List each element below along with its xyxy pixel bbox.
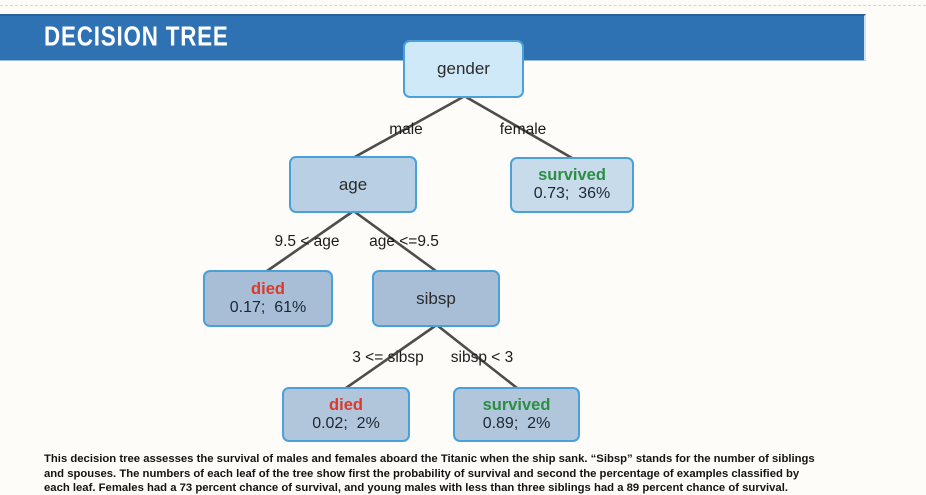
node-sibsp-label: sibsp: [416, 288, 456, 308]
node-gender: gender: [403, 40, 524, 98]
edge-label-age-greater: 9.5 < age: [274, 233, 340, 250]
leaf-outcome-value: 0.73; 36%: [533, 185, 611, 203]
edge-label-age-lessequal: age <=9.5: [369, 233, 439, 250]
page-title: DECISION TREE: [44, 20, 229, 52]
edge-label-sibsp-greaterequal: 3 <= sibsp: [352, 349, 424, 366]
node-survived-female: survived 0.73; 36%: [510, 157, 634, 213]
leaf-outcome-value: 0.89; 2%: [482, 414, 551, 432]
node-died-older: died 0.17; 61%: [203, 270, 333, 327]
edge-label-sibsp-less: sibsp < 3: [450, 349, 514, 366]
node-sibsp: sibsp: [372, 270, 500, 327]
node-age: age: [289, 156, 417, 213]
leaf-outcome-label: died: [251, 279, 285, 298]
leaf-outcome-label: survived: [538, 166, 606, 185]
caption-line-1: This decision tree assesses the survival…: [44, 453, 815, 465]
leaf-outcome-value: 0.02; 2%: [312, 414, 380, 432]
caption: This decision tree assesses the survival…: [44, 452, 884, 495]
leaf-outcome-value: 0.17; 61%: [229, 298, 307, 316]
leaf-outcome-label: died: [329, 395, 363, 414]
node-age-label: age: [338, 174, 368, 194]
caption-line-3: each leaf. Females had a 73 percent chan…: [44, 482, 788, 494]
leaf-outcome-label: survived: [482, 395, 551, 414]
caption-line-2: and spouses. The numbers of each leaf of…: [44, 467, 800, 480]
node-died-many-siblings: died 0.02; 2%: [282, 387, 410, 442]
top-divider: [0, 5, 926, 6]
node-survived-few-siblings: survived 0.89; 2%: [453, 387, 580, 442]
node-gender-label: gender: [437, 59, 490, 79]
edge-label-male: male: [389, 121, 423, 138]
edge-label-female: female: [499, 121, 547, 138]
